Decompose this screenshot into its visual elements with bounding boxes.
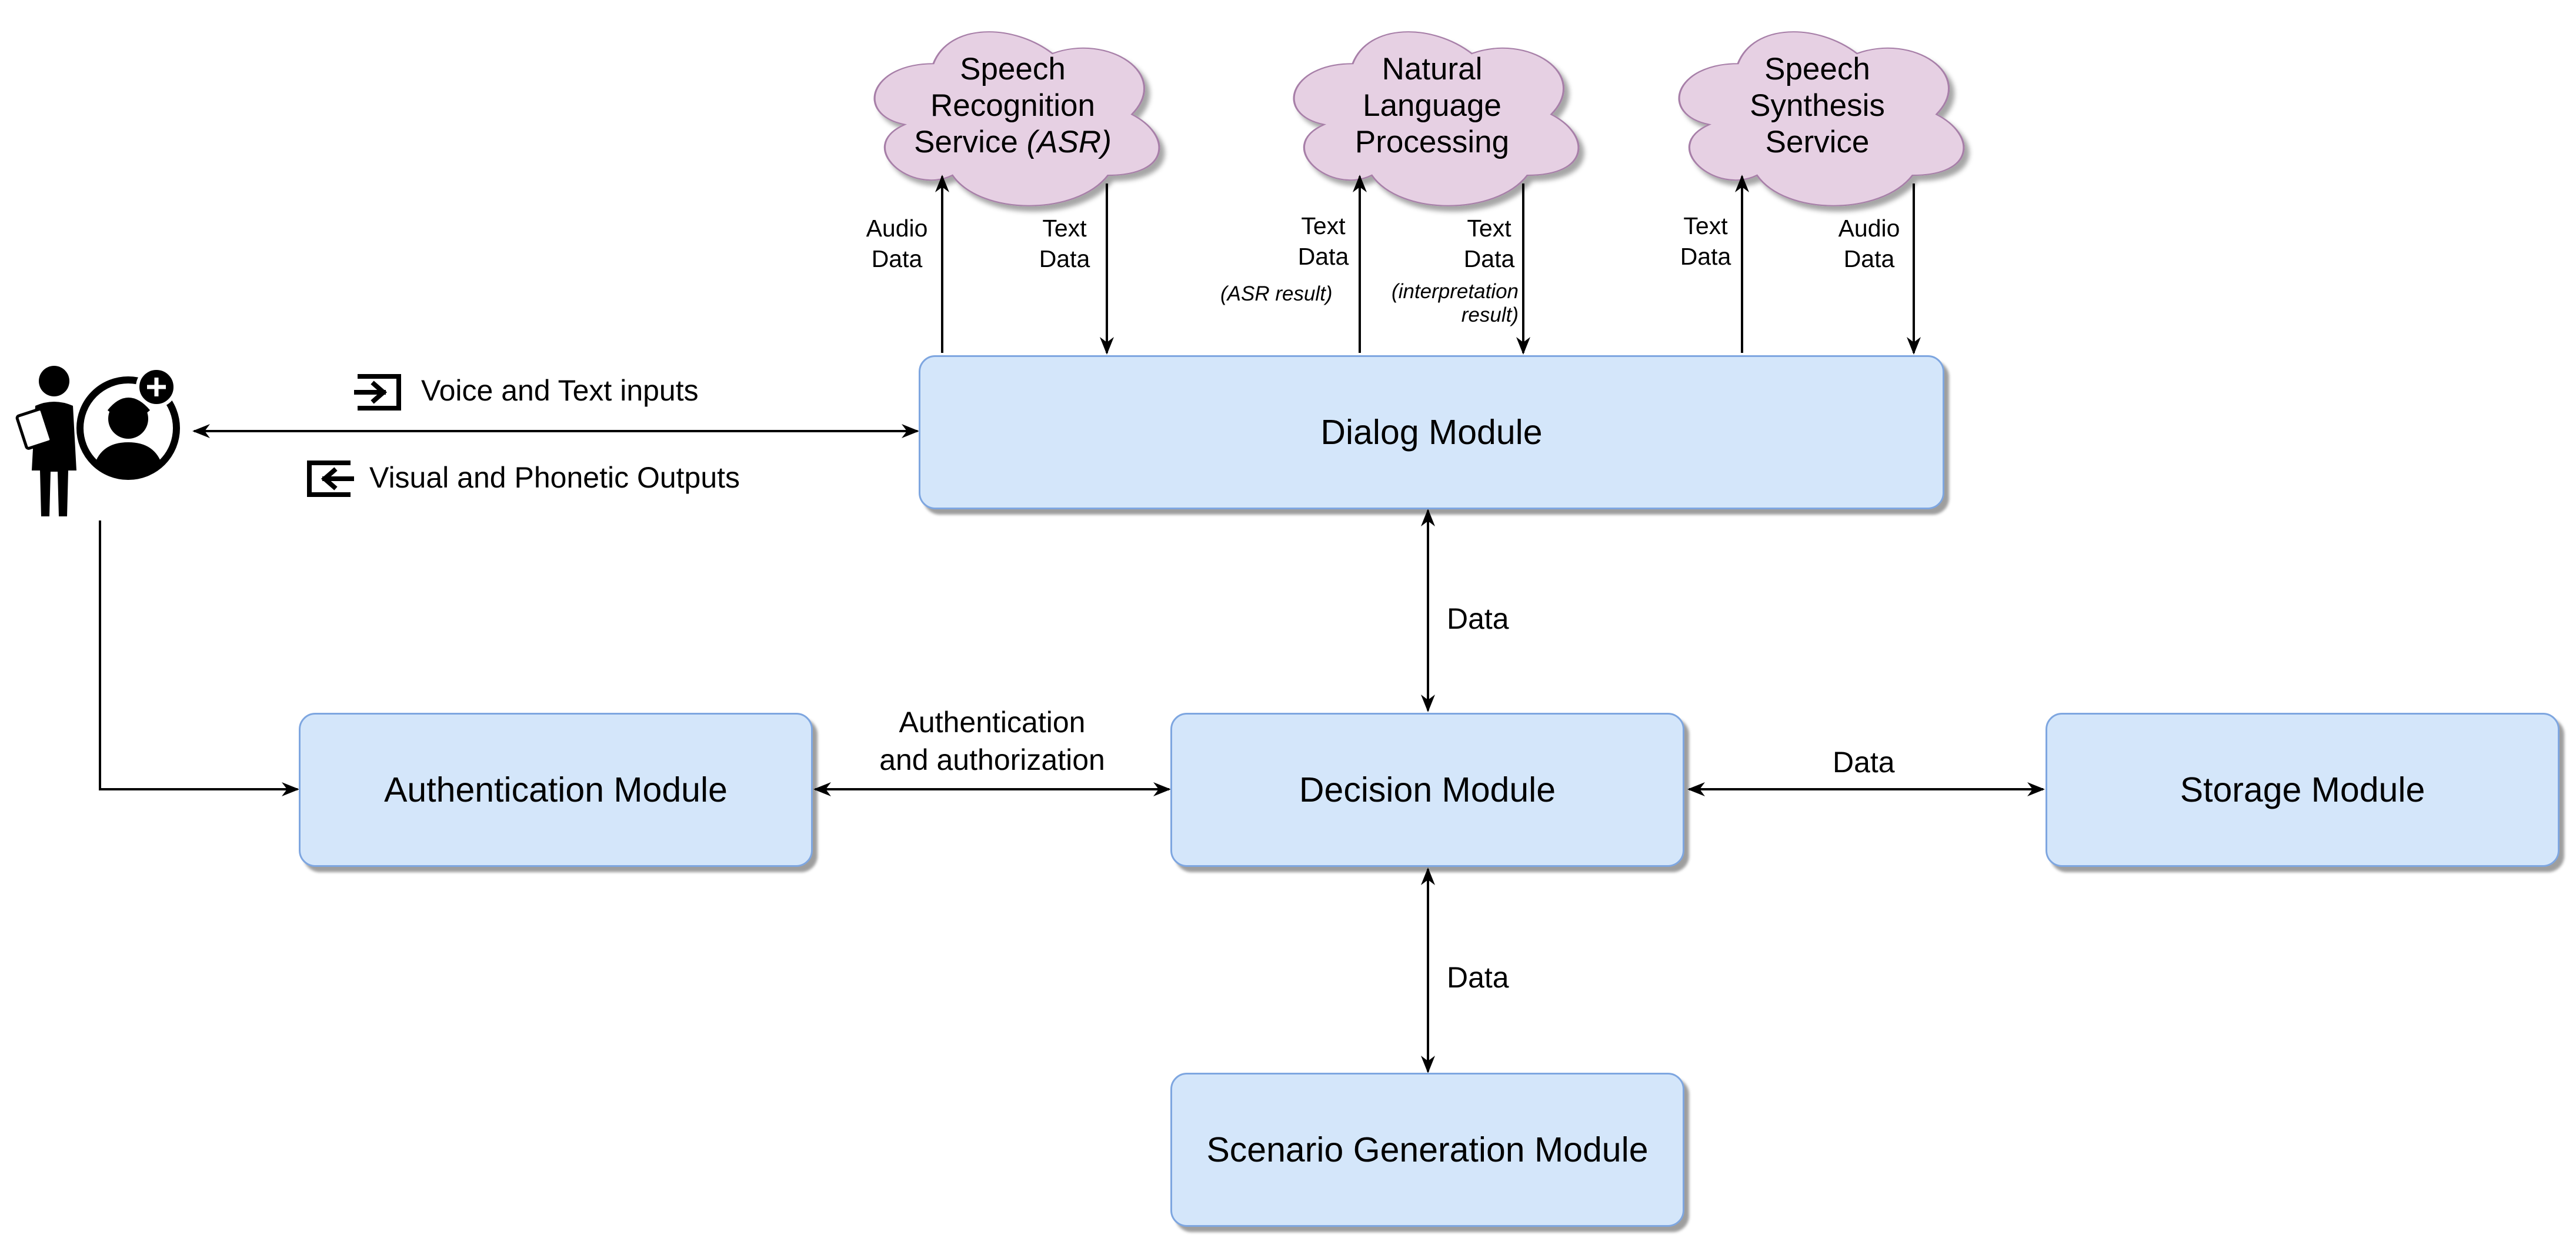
storage-module-label: Storage Module <box>2180 770 2425 809</box>
inputs-label: Voice and Text inputs <box>421 374 699 407</box>
dialog-module-label: Dialog Module <box>1320 413 1543 452</box>
dialog-decision-data-label: Data <box>1447 602 1509 635</box>
nlp-text-in-note: (ASR result) <box>1220 282 1333 305</box>
tts-cloud-shape <box>1678 31 1965 206</box>
authentication-module-label: Authentication Module <box>384 770 728 809</box>
decision-scenario-data-label: Data <box>1447 961 1509 994</box>
nlp-cloud-shape <box>1293 31 1580 206</box>
outputs-label: Visual and Phonetic Outputs <box>369 461 740 494</box>
asr-service-label: Speech Recognition Service (ASR) <box>914 52 1112 159</box>
authentication-module[interactable]: Authentication Module <box>299 713 813 867</box>
asr-cloud-shape <box>873 31 1160 206</box>
dialog-module[interactable]: Dialog Module <box>919 355 1944 509</box>
sign-out-arrow-icon <box>307 461 354 497</box>
sign-in-arrow-icon <box>354 374 401 411</box>
scenario-generation-module-label: Scenario Generation Module <box>1206 1130 1649 1169</box>
decision-module-label: Decision Module <box>1299 770 1556 809</box>
operator-with-assistant-icon <box>15 366 180 516</box>
nlp-service-label: Natural Language Processing <box>1354 52 1510 159</box>
user-auth-arrow <box>99 520 299 796</box>
scenario-generation-module[interactable]: Scenario Generation Module <box>1170 1073 1684 1227</box>
storage-module[interactable]: Storage Module <box>2046 713 2560 867</box>
auth-decision-label: Authentication and authorization <box>879 706 1105 776</box>
decision-module[interactable]: Decision Module <box>1170 713 1684 867</box>
tts-service-label: Speech Synthesis Service <box>1750 52 1885 159</box>
decision-storage-data-label: Data <box>1833 746 1895 779</box>
